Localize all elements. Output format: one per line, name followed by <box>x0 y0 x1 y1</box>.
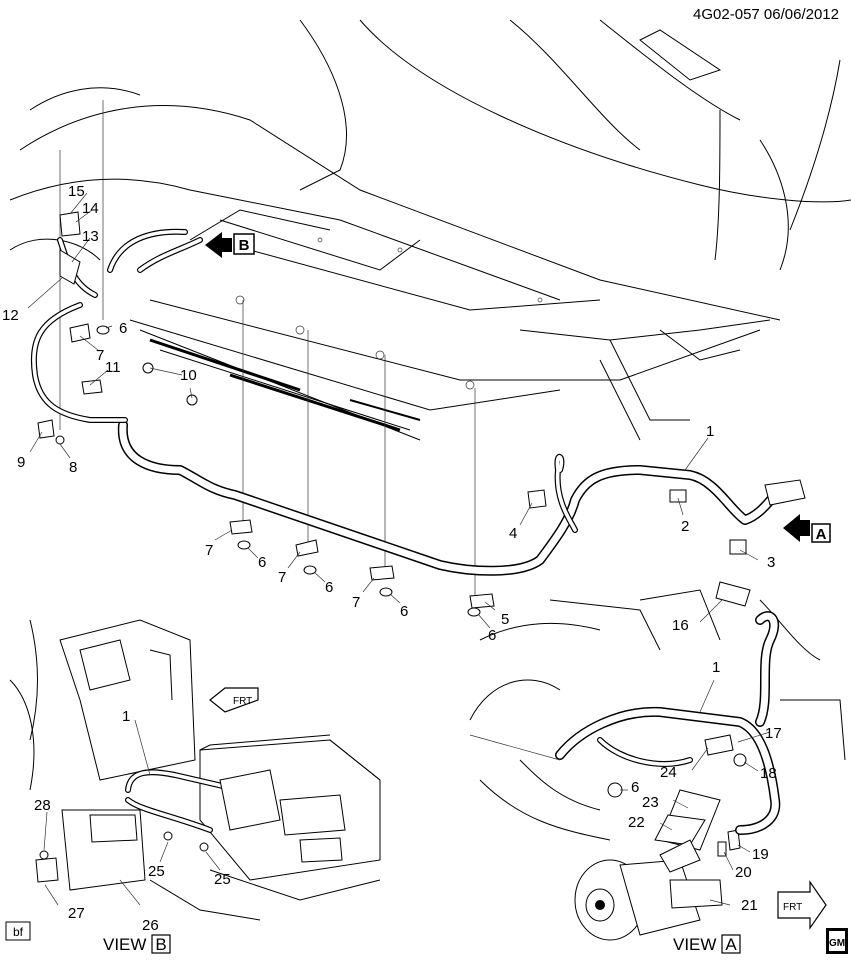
callout-21: 21 <box>741 897 758 914</box>
callout-1-view-a: 1 <box>712 659 720 676</box>
arrow-b-label: B <box>239 237 250 254</box>
callout-3: 3 <box>767 554 775 571</box>
callout-17: 17 <box>765 725 782 742</box>
view-a-letter: A <box>725 935 737 954</box>
callout-leaders <box>27 192 759 629</box>
callout-18: 18 <box>760 765 777 782</box>
callout-7-c: 7 <box>278 569 286 586</box>
callout-9: 9 <box>17 454 25 471</box>
front-arrow-view-b: FRT <box>209 687 259 713</box>
view-b-illustration <box>9 619 381 921</box>
callout-7-a: 7 <box>96 347 104 364</box>
view-b-prefix: VIEW <box>103 935 146 954</box>
callout-8: 8 <box>69 459 77 476</box>
diagram-code: 4G02-057 06/06/2012 <box>693 6 839 23</box>
bf-label: bf <box>13 925 24 939</box>
mounting-bolt-lines <box>59 100 476 598</box>
view-b-arrow: B <box>205 232 255 258</box>
view-a-title: VIEW A <box>673 934 741 954</box>
view-a-illustration <box>469 581 846 941</box>
callout-19: 19 <box>752 846 769 863</box>
callout-5: 5 <box>501 611 509 628</box>
view-b-letter: B <box>155 935 166 954</box>
callout-6-b: 6 <box>258 554 266 571</box>
vehicle-body-outline <box>9 19 851 441</box>
callout-labels: 1 2 3 4 5 6 6 6 6 6 6 7 7 7 7 8 9 10 11 … <box>2 183 782 934</box>
callout-27: 27 <box>68 905 85 922</box>
bf-tag: bf <box>5 921 31 941</box>
callout-6-c: 6 <box>325 579 333 596</box>
callout-22: 22 <box>628 814 645 831</box>
main-cable-harness <box>30 228 806 576</box>
callout-14: 14 <box>82 200 99 217</box>
view-a-prefix: VIEW <box>673 935 716 954</box>
callout-25-a: 25 <box>148 863 165 880</box>
callout-16: 16 <box>672 617 689 634</box>
callout-6-e: 6 <box>488 627 496 644</box>
frt-label-a: FRT <box>783 902 802 913</box>
callout-23: 23 <box>642 794 659 811</box>
callout-6-a: 6 <box>119 320 127 337</box>
callout-20: 20 <box>735 864 752 881</box>
callout-28: 28 <box>34 797 51 814</box>
fastener-parts <box>37 211 747 617</box>
callout-4: 4 <box>509 525 517 542</box>
callout-10: 10 <box>180 367 197 384</box>
gm-label: GM <box>829 938 845 949</box>
callout-11: 11 <box>105 359 121 376</box>
callout-6-d: 6 <box>400 603 408 620</box>
view-b-title: VIEW B <box>103 934 171 954</box>
callout-12: 12 <box>2 307 19 324</box>
gm-logo: GM <box>826 928 848 954</box>
front-arrow-view-a: FRT <box>777 880 827 930</box>
callout-24: 24 <box>660 764 677 781</box>
frt-label-b: FRT <box>233 696 252 707</box>
callout-15: 15 <box>68 183 85 200</box>
callout-2: 2 <box>681 518 689 535</box>
view-a-arrow: A <box>783 514 831 543</box>
callout-7-b: 7 <box>205 542 213 559</box>
callout-1: 1 <box>706 423 714 440</box>
callout-1-view-b: 1 <box>122 708 130 725</box>
callout-26: 26 <box>142 917 159 934</box>
callout-6-f: 6 <box>631 779 639 796</box>
callout-7-d: 7 <box>352 594 360 611</box>
callout-13: 13 <box>82 228 99 245</box>
callout-25-b: 25 <box>214 871 231 888</box>
arrow-a-label: A <box>816 526 827 543</box>
